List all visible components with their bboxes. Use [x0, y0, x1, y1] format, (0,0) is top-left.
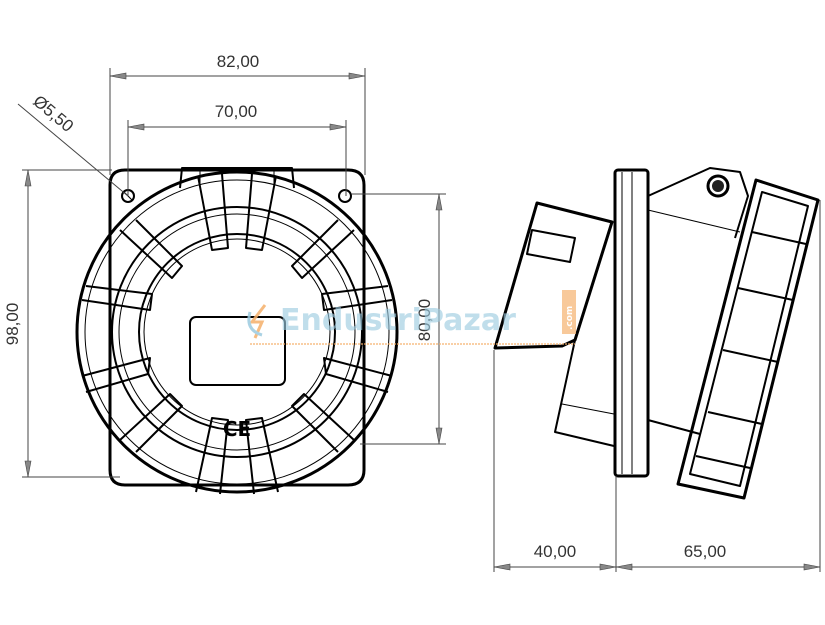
- mounting-hole-icon: [338, 189, 352, 203]
- lid-outer-ring: [75, 170, 399, 494]
- dim-overall-width: 82,00: [217, 52, 260, 71]
- dim-hole-spacing-vertical: 80,00: [415, 299, 434, 342]
- mounting-plate-edge: [613, 168, 650, 478]
- side-view: [493, 167, 820, 500]
- watermark: EndustriPazar .com: [247, 290, 576, 345]
- front-view: CE: [75, 167, 399, 495]
- lid-side-ribs: [695, 231, 807, 469]
- watermark-text: EndustriPazar: [280, 303, 516, 338]
- watermark-suffix: .com: [565, 306, 575, 330]
- lightning-icon: [248, 304, 267, 339]
- hinge-pin-icon: [706, 174, 730, 198]
- ce-mark: CE: [223, 417, 251, 441]
- label-window: [189, 316, 286, 386]
- dim-rear-depth: 40,00: [534, 542, 577, 561]
- lid-side: [676, 178, 820, 500]
- dim-hole-spacing-horizontal: 70,00: [215, 102, 258, 121]
- dim-hole-diameter: Ø5,50: [29, 92, 77, 136]
- side-dimensions: 40,00 65,00: [493, 200, 821, 572]
- mounting-plate: [108, 168, 366, 487]
- lid-inner-ring: [138, 233, 336, 431]
- front-dimensions: 82,00 70,00 Ø5,50 98,00 80,00: [3, 52, 446, 478]
- dim-overall-height: 98,00: [3, 303, 22, 346]
- dim-front-depth: 65,00: [684, 542, 727, 561]
- lid-ribs: [81, 173, 393, 495]
